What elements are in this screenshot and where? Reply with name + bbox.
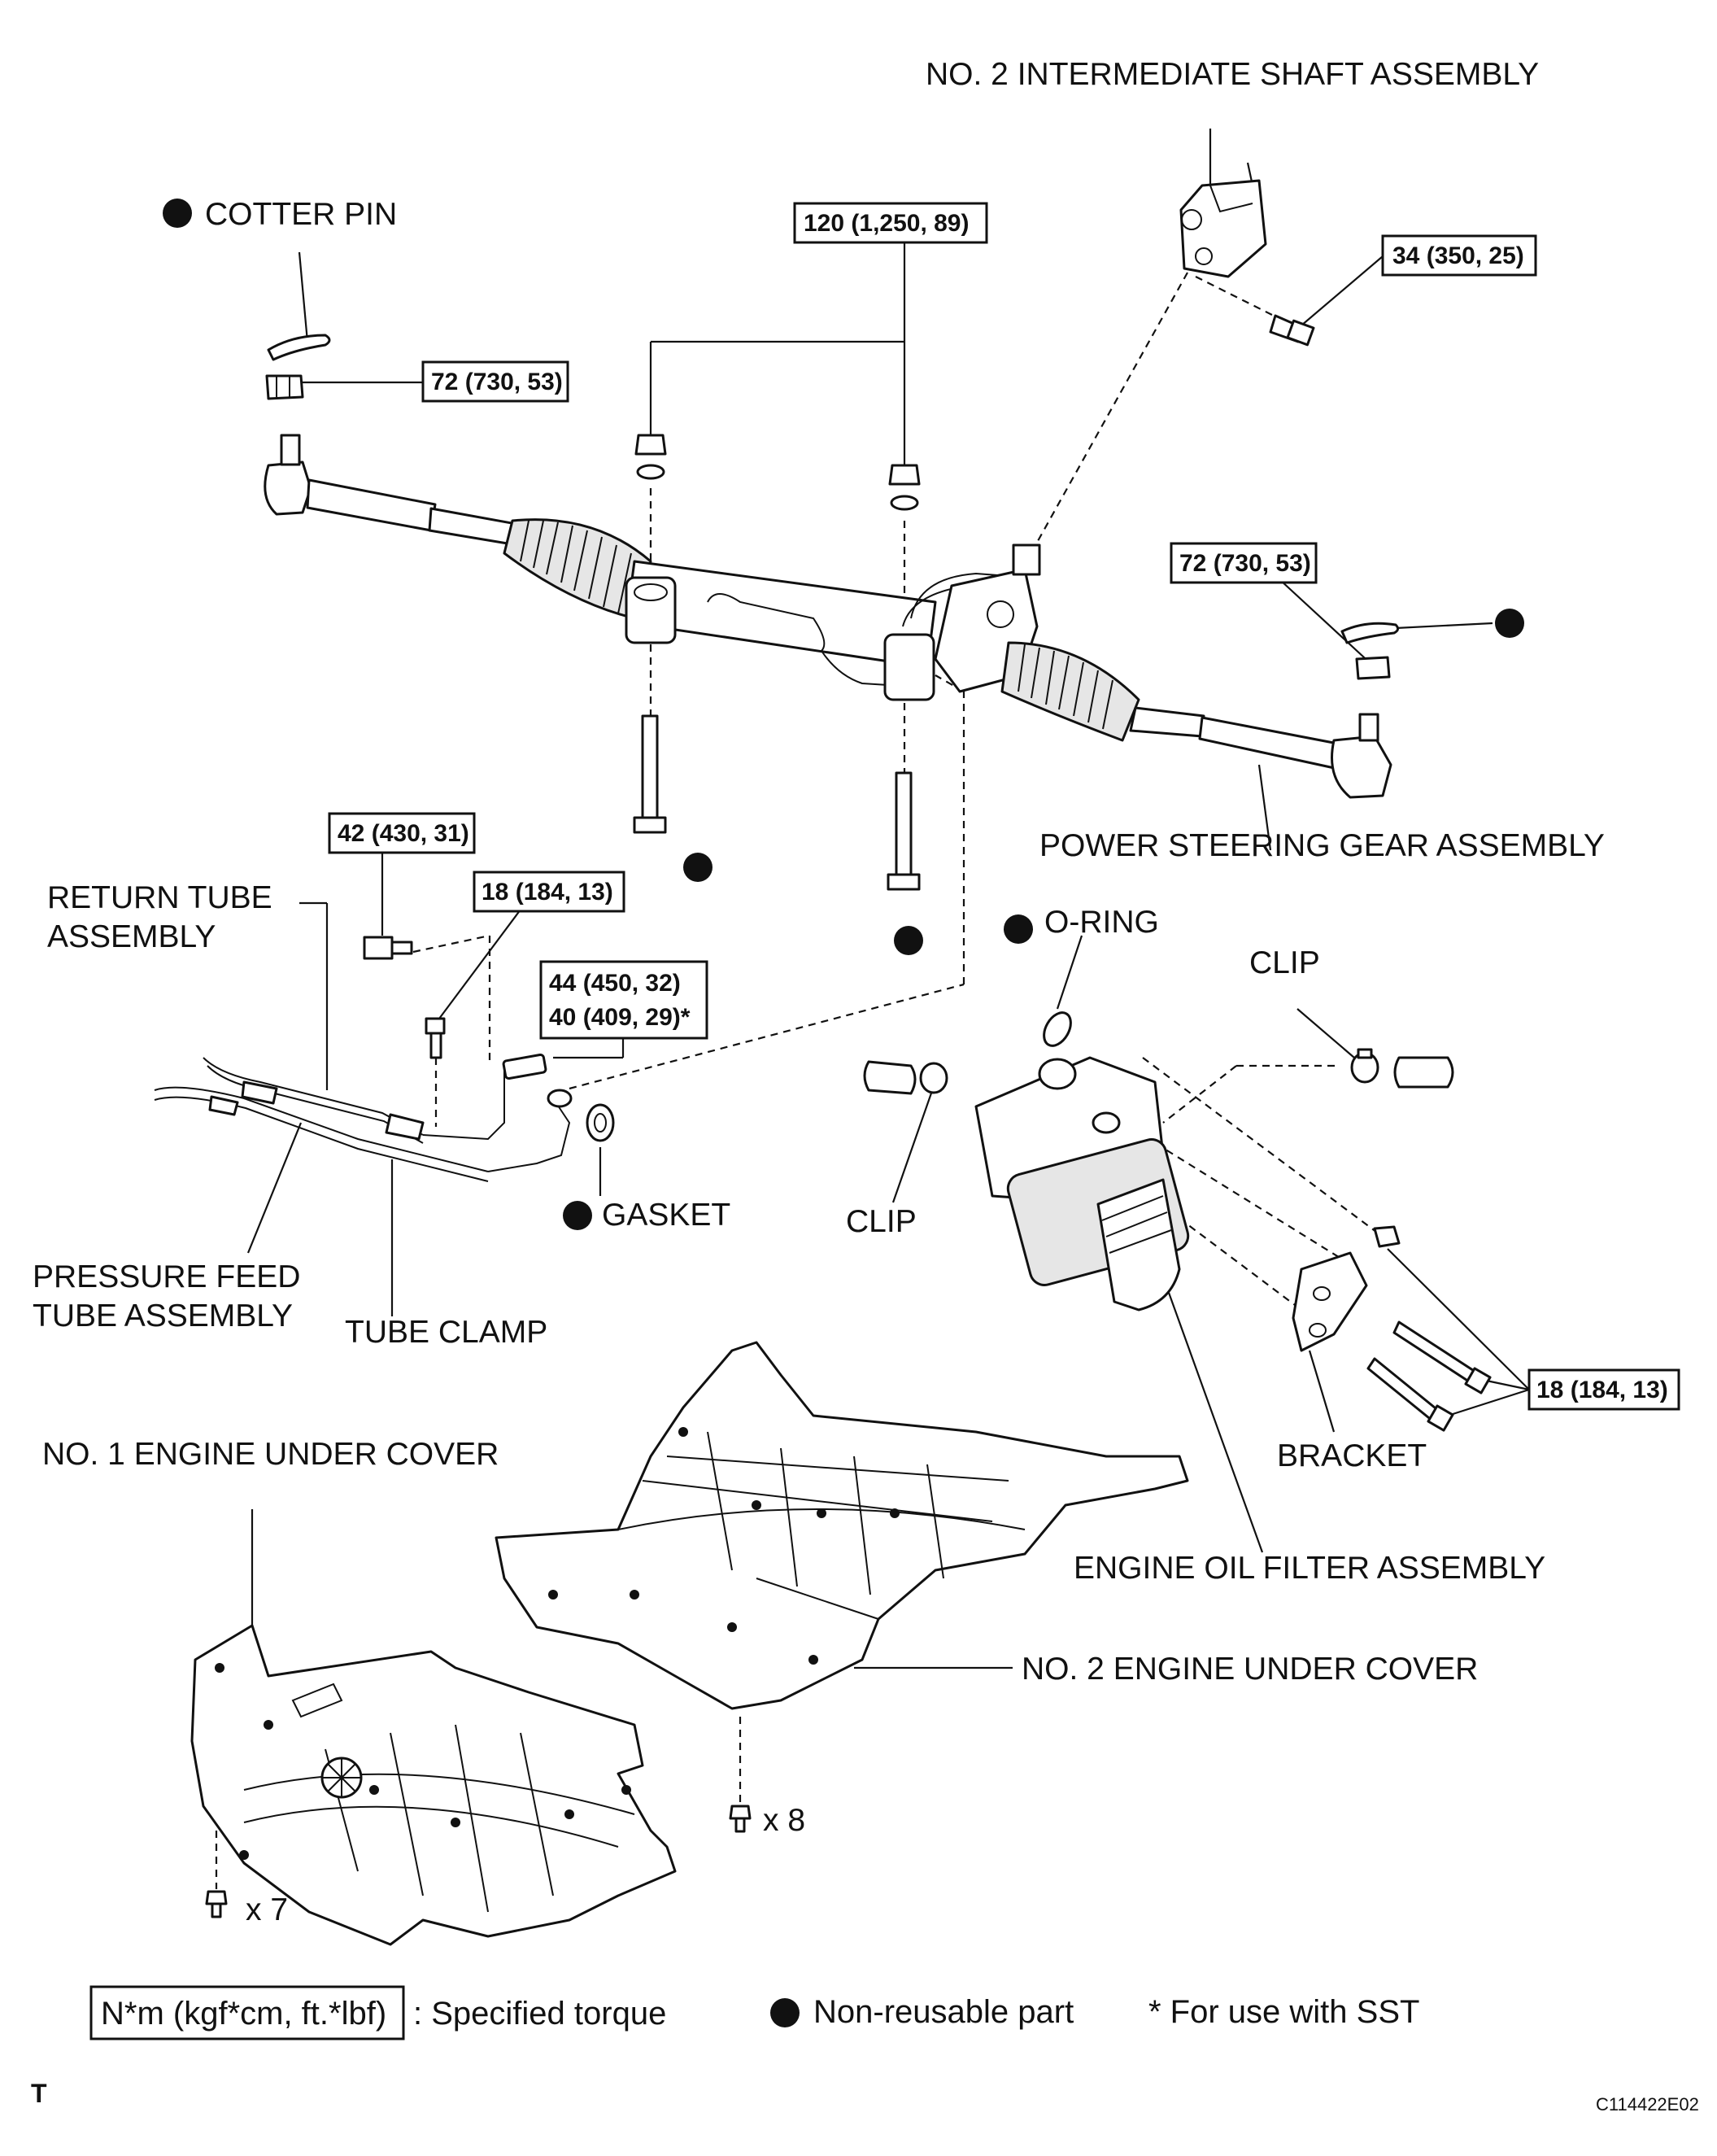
- label-pressure-feed-line2: TUBE ASSEMBLY: [33, 1298, 293, 1333]
- footer-letter: T: [31, 2079, 47, 2108]
- label-no2-under-cover: NO. 2 ENGINE UNDER COVER: [1022, 1652, 1478, 1687]
- legend-nonreusable: Non-reusable part: [813, 1994, 1074, 2030]
- nonreusable-dot-oring: [1004, 914, 1033, 944]
- label-power-steering-gear: POWER STEERING GEAR ASSEMBLY: [1039, 828, 1605, 863]
- return-and-pressure-tubes: [154, 1057, 573, 1182]
- label-tube-clamp: TUBE CLAMP: [345, 1315, 547, 1350]
- clamp-bolt: [425, 1017, 446, 1059]
- gear-mount-bolts: [633, 714, 921, 891]
- torque-box-shaft-bolt: 34 (350, 25): [1381, 234, 1537, 277]
- label-qty-8: x 8: [763, 1803, 805, 1838]
- clip-lower-part: [863, 1060, 948, 1095]
- return-tube-bolt: [363, 936, 413, 960]
- bracket-part: [1292, 1251, 1368, 1352]
- footer-figure-code: C114422E02: [1596, 2094, 1699, 2115]
- cotter-pin-right: [1340, 622, 1400, 644]
- torque-tie-rod-nut-left: 72 (730, 53): [431, 369, 563, 395]
- torque-box-nut-left: 72 (730, 53): [421, 360, 569, 403]
- intermediate-shaft-assembly: [1179, 179, 1267, 278]
- label-qty-7: x 7: [246, 1892, 288, 1927]
- nonreusable-dot-cotter-left: [163, 199, 192, 228]
- bracket-bolts: [1366, 1225, 1492, 1432]
- torque-shaft-bolt: 34 (350, 25): [1392, 242, 1524, 269]
- o-ring-part: [1043, 1011, 1072, 1047]
- torque-union-bolt-line1: 44 (450, 32): [549, 970, 681, 997]
- label-intermediate-shaft: NO. 2 INTERMEDIATE SHAFT ASSEMBLY: [926, 57, 1539, 92]
- castle-nut-left: [265, 374, 304, 400]
- torque-box-union-bolt: 44 (450, 32) 40 (409, 29)*: [539, 960, 708, 1040]
- label-return-tube-line2: ASSEMBLY: [47, 919, 216, 954]
- shaft-bolt: [1269, 314, 1315, 347]
- torque-union-bolt-line2: 40 (409, 29)*: [549, 1004, 691, 1031]
- torque-return-tube-bolt: 42 (430, 31): [338, 820, 469, 847]
- engine-oil-filter: [974, 1056, 1190, 1311]
- legend-torque-desc: : Specified torque: [413, 1996, 666, 2032]
- clip-upper-part: [1350, 1048, 1454, 1089]
- footer: T C114422E02: [31, 2079, 1699, 2115]
- gear-mount-nuts: [634, 434, 921, 511]
- label-gasket: GASKET: [602, 1198, 730, 1233]
- label-pressure-feed-line1: PRESSURE FEED: [33, 1259, 300, 1294]
- castle-nut-right: [1355, 656, 1391, 680]
- cover-screws: [205, 1805, 752, 1918]
- legend: N*m (kgf*cm, ft.*lbf) : Specified torque…: [89, 1985, 1419, 2040]
- legend-nonreusable-dot: [770, 1998, 800, 2027]
- torque-box-clamp-bolt: 18 (184, 13): [473, 871, 625, 913]
- no2-engine-under-cover: [495, 1341, 1189, 1710]
- torque-bracket-bolts: 18 (184, 13): [1536, 1377, 1668, 1403]
- nonreusable-markers: [163, 199, 1524, 1230]
- torque-box-gear-bolts: 120 (1,250, 89): [793, 202, 988, 244]
- label-clip-upper: CLIP: [1249, 945, 1320, 980]
- torque-box-nut-right: 72 (730, 53): [1170, 542, 1318, 584]
- torque-clamp-bolt: 18 (184, 13): [482, 879, 613, 906]
- label-no1-under-cover: NO. 1 ENGINE UNDER COVER: [42, 1437, 499, 1472]
- cotter-pin-left: [267, 334, 331, 361]
- label-return-tube-line1: RETURN TUBE: [47, 880, 272, 915]
- nonreusable-dot-bolt-right: [894, 926, 923, 955]
- torque-box-bracket-bolts: 18 (184, 13): [1527, 1368, 1680, 1411]
- nonreusable-dot-bolt-left: [683, 853, 713, 882]
- label-cotter-pin: COTTER PIN: [205, 197, 397, 232]
- nonreusable-dot-cotter-right: [1495, 609, 1524, 638]
- nonreusable-dot-gasket: [563, 1201, 592, 1230]
- legend-torque-unit: N*m (kgf*cm, ft.*lbf): [101, 1996, 386, 2032]
- torque-gear-bolts: 120 (1,250, 89): [804, 210, 969, 237]
- union-bolt: [502, 1053, 547, 1080]
- label-clip-lower: CLIP: [846, 1204, 917, 1239]
- power-steering-gear: [264, 434, 1392, 799]
- no1-engine-under-cover: [190, 1624, 677, 1946]
- part-labels: NO. 2 INTERMEDIATE SHAFT ASSEMBLY COTTER…: [33, 57, 1605, 1927]
- label-o-ring: O-RING: [1044, 905, 1159, 940]
- label-oil-filter: ENGINE OIL FILTER ASSEMBLY: [1074, 1551, 1545, 1586]
- legend-sst-note: * For use with SST: [1148, 1994, 1419, 2030]
- label-bracket: BRACKET: [1277, 1438, 1427, 1473]
- torque-box-return-bolt: 42 (430, 31): [328, 812, 476, 854]
- gasket-part: [586, 1103, 615, 1142]
- torque-tie-rod-nut-right: 72 (730, 53): [1179, 550, 1311, 577]
